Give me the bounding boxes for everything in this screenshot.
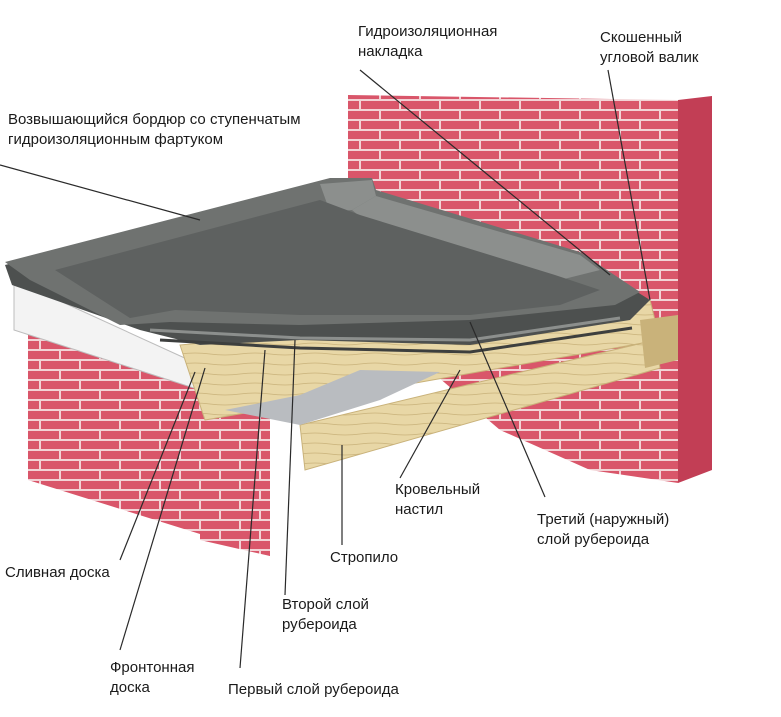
rafter-beam <box>299 339 661 471</box>
flashing-strip <box>352 196 600 280</box>
label-parapet-line2: гидроизоляционным фартуком <box>8 131 224 148</box>
leader-fascia <box>119 367 206 651</box>
leader-cant <box>607 69 651 301</box>
label-drip-board: Сливная доска <box>5 563 110 583</box>
label-third-line2: слой рубероида <box>537 531 650 548</box>
rafter-end <box>640 315 678 368</box>
label-second-line1: Второй слой <box>282 596 369 613</box>
leader-second <box>284 339 296 596</box>
leader-flashing <box>359 69 611 276</box>
label-fascia-line1: Фронтонная <box>110 659 195 676</box>
label-rafter: Стропило <box>330 548 398 568</box>
label-cant: Скошенный угловой валик <box>600 28 698 68</box>
label-drip-board-text: Сливная доска <box>5 564 110 581</box>
label-cant-line1: Скошенный <box>600 29 683 46</box>
label-second-layer: Второй слой рубероида <box>282 595 369 635</box>
roof-field <box>55 200 600 318</box>
label-fascia-line2: доска <box>110 679 150 696</box>
label-flashing-line1: Гидроизоляционная <box>358 23 498 40</box>
label-deck: Кровельный настил <box>395 480 480 520</box>
label-fascia: Фронтонная доска <box>110 658 194 698</box>
label-parapet: Возвышающийся бордюр со ступенчатым гидр… <box>8 110 301 150</box>
layer-edge-1 <box>149 316 621 342</box>
leader-deck <box>399 369 461 479</box>
leader-third <box>469 321 546 498</box>
label-cant-line2: угловой валик <box>600 49 699 66</box>
label-deck-line2: настил <box>395 501 444 518</box>
label-deck-line1: Кровельный <box>395 481 481 498</box>
label-rafter-text: Стропило <box>330 549 399 566</box>
label-first-layer-text: Первый слой рубероида <box>228 681 399 698</box>
label-third-layer: Третий (наружный) слой рубероида <box>537 510 669 550</box>
leader-drip <box>119 371 196 561</box>
leader-lines <box>0 69 651 669</box>
right-wall-side <box>678 96 712 483</box>
label-flashing: Гидроизоляционная накладка <box>358 22 497 62</box>
parapet-ridge <box>320 180 376 212</box>
leader-first <box>239 349 266 669</box>
label-first-layer: Первый слой рубероида <box>228 680 399 700</box>
label-parapet-line1: Возвышающийся бордюр со ступенчатым <box>8 111 301 128</box>
leader-parapet <box>0 164 201 221</box>
label-third-line1: Третий (наружный) <box>537 511 670 528</box>
label-second-line2: рубероида <box>282 616 357 633</box>
ceiling-gap <box>225 370 440 425</box>
label-flashing-line2: накладка <box>358 43 423 60</box>
layer-edge-2 <box>159 326 633 354</box>
